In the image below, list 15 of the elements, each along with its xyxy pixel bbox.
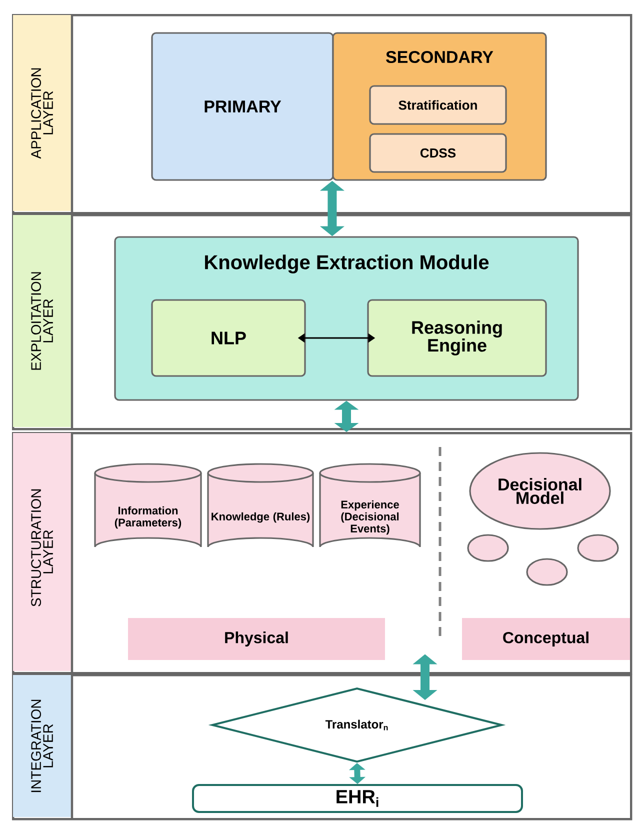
database-cylinder: Information (Parameters) — [94, 463, 202, 548]
thought-bubble — [467, 534, 509, 562]
module-box: Reasoning Engine — [367, 299, 547, 377]
thought-bubble — [526, 558, 568, 586]
module-box: Stratification — [369, 85, 507, 125]
category-band: Physical — [128, 618, 385, 660]
category-band: Conceptual — [462, 618, 630, 660]
thought-bubble — [577, 534, 619, 562]
database-cylinder: Experience (Decisional Events) — [319, 463, 421, 548]
record-bar: EHR$_{i}$ — [192, 784, 523, 813]
module-box: PRIMARY — [151, 32, 334, 181]
thought-bubble: Decisional Model — [469, 452, 611, 530]
database-cylinder: Knowledge (Rules) — [207, 463, 314, 548]
module-box: CDSS — [369, 133, 507, 173]
module-box: NLP — [151, 299, 306, 377]
